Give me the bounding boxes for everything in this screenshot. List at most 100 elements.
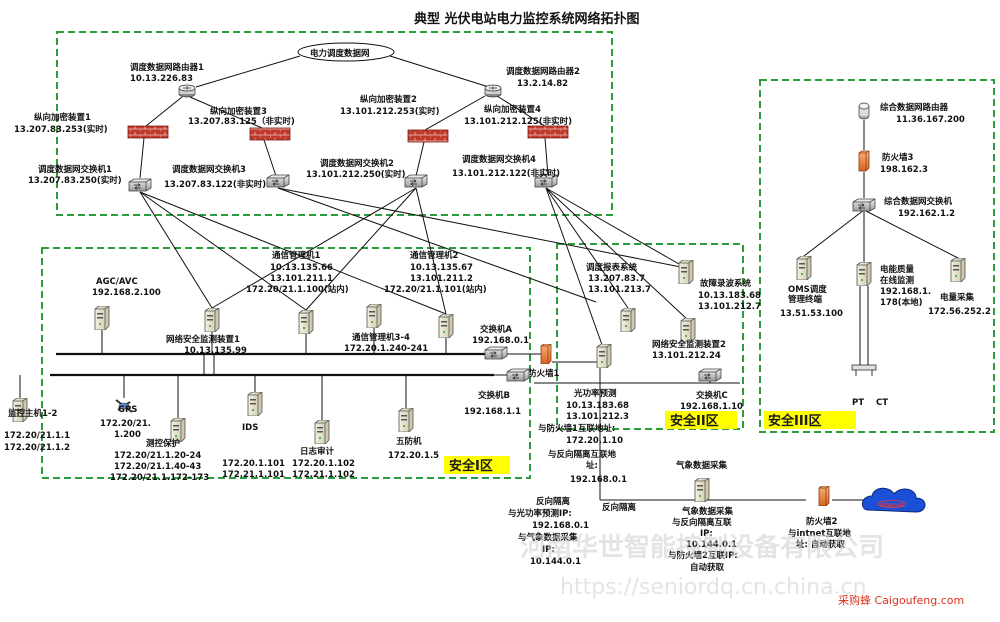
switch-a-ip: 192.168.0.1	[472, 336, 529, 346]
pv-forecast-ip6: 址:	[586, 460, 598, 471]
switch-1-icon	[128, 178, 152, 192]
pv-forecast-ip7: 192.168.0.1	[570, 475, 627, 485]
firewall-1-icon	[540, 344, 552, 364]
reverse-isolation-l4: 与气象数据采集	[518, 532, 578, 543]
netsec-2-ip: 13.101.212.24	[652, 351, 721, 361]
pv-forecast-label: 光功率预测	[573, 388, 617, 399]
ct-label: CT	[876, 398, 888, 408]
pt-label: PT	[852, 398, 864, 408]
switch-1-ip: 13.207.83.250(实时)	[28, 175, 122, 186]
agc-ip: 192.168.2.100	[92, 288, 161, 298]
reverse-isolation-l2: 与光功率预测IP:	[508, 508, 572, 519]
integrated-switch-ip: 192.162.1.2	[898, 209, 955, 219]
zone-2-badge: 安全II区	[670, 413, 719, 429]
comm-2-ip3: 172.20/21.1.101(站内)	[384, 284, 487, 295]
weather-l2: 与反向隔离互联	[672, 517, 732, 528]
comm-1-ip3: 172.20/21.1.100(站内)	[246, 284, 349, 295]
pv-forecast-ip5: 与反向隔离互联地	[548, 449, 617, 460]
switch-2-label: 调度数据网交换机2	[320, 158, 394, 169]
integrated-router-label: 综合数据网路由器	[880, 102, 949, 113]
comm-1-label: 通信管理机1	[272, 250, 321, 261]
power-quality-ip2: 178(本地)	[880, 297, 923, 308]
switch-4-ip: 13.101.212.122(非实时)	[452, 168, 560, 179]
pv-forecast-ip2: 13.101.212.3	[566, 412, 629, 422]
encryptor-2-label: 纵向加密装置2	[360, 94, 417, 105]
five-prevention-ip: 172.20.1.5	[388, 451, 439, 461]
netsec-1-icon	[204, 308, 220, 332]
agc-label: AGC/AVC	[96, 277, 138, 287]
switch-3-ip: 13.207.83.122(非实时)	[164, 179, 266, 190]
zone-2-badge-bg	[665, 411, 737, 429]
meter-collect-ip: 172.56.252.2	[928, 307, 991, 317]
encryptor-1-ip: 13.207.83.253(实时)	[14, 124, 108, 135]
meter-collect-icon	[950, 258, 966, 282]
switch-a-label: 交换机A	[480, 324, 513, 335]
switch-4-label: 调度数据网交换机4	[462, 154, 536, 165]
zone-safety-3	[759, 79, 995, 433]
router-2-label: 调度数据网路由器2	[506, 66, 580, 77]
weather-title: 气象数据采集	[675, 460, 728, 471]
internet-label: Internet	[880, 502, 904, 509]
switch-1-label: 调度数据网交换机1	[38, 164, 112, 175]
router-2-ip: 13.2.14.82	[517, 79, 568, 89]
oms-terminal-icon	[796, 256, 812, 280]
ids-ip2: 172.21.1.101	[222, 470, 285, 480]
router-1-label: 调度数据网路由器1	[130, 62, 204, 73]
firewall-2-label: 防火墙2	[806, 516, 838, 527]
comm-2-ip1: 10.13.135.67	[410, 263, 473, 273]
ids-ip1: 172.20.1.101	[222, 459, 285, 469]
encryptor-3-icon	[249, 127, 291, 141]
comm-3-4-icon	[366, 304, 382, 328]
watermark-company: 河南华世智能控制设备有限公司	[520, 532, 884, 563]
meter-collect-label: 电量采集	[940, 292, 975, 303]
report-system-ip2: 13.101.213.7	[588, 285, 651, 295]
integrated-router-icon	[858, 102, 870, 120]
netsec-2-label: 网络安全监测装置2	[652, 339, 726, 350]
router-2-icon	[484, 84, 502, 98]
reverse-isolation-tag: 反向隔离	[602, 502, 637, 513]
zone-safety-1	[41, 247, 531, 479]
comm-2-label: 通信管理机2	[410, 250, 459, 261]
switch-3-label: 调度数据网交换机3	[172, 164, 246, 175]
integrated-router-ip: 11.36.167.200	[896, 115, 965, 125]
log-audit-icon	[314, 420, 330, 444]
firewall-2-icon	[818, 486, 830, 506]
fault-recorder-ip2: 13.101.212.7	[698, 302, 761, 312]
diagram-title: 典型 光伏电站电力监控系统网络拓扑图	[414, 11, 640, 27]
zone-3-badge-bg	[764, 411, 856, 429]
power-quality-ip1: 192.168.1.	[880, 287, 931, 297]
ids-label: IDS	[242, 423, 258, 433]
gps-ip1: 172.20/21.	[100, 419, 151, 429]
integrated-switch-icon	[852, 198, 876, 212]
monitor-host-ip2: 172.20/21.1.2	[4, 443, 70, 453]
report-system-icon	[620, 308, 636, 332]
watermark-corner: 采购蜂 Caigoufeng.com	[838, 593, 964, 607]
watermark-url: https://seniordq.cn.china.cn	[560, 575, 867, 600]
encryptor-3-label: 纵向加密装置3	[210, 106, 267, 117]
dispatch-net-label: 电力调度数据网	[310, 48, 370, 59]
weather-l5: 与防火墙2互联IP:	[668, 550, 738, 561]
fault-recorder-ip1: 10.13.183.68	[698, 291, 761, 301]
power-quality-label-2: 在线监测	[880, 275, 915, 286]
firewall-3-ip: 198.162.3	[880, 165, 928, 175]
weather-l1: 气象数据采集	[681, 506, 734, 517]
weather-server-icon	[694, 478, 710, 502]
log-audit-ip1: 172.20.1.102	[292, 459, 355, 469]
router-1-ip: 10.13.226.83	[130, 74, 193, 84]
oms-ip: 13.51.53.100	[780, 309, 843, 319]
pt-ct-connector-icon	[851, 364, 877, 376]
comm-2-ip2: 13.101.211.2	[410, 274, 473, 284]
encryptor-3-ip: 13.207.83.125（非实时)	[188, 116, 295, 127]
comm-1-ip2: 13.101.211.1	[270, 274, 333, 284]
encryptor-1-icon	[127, 125, 169, 139]
encryptor-4-ip: 13.101.212.125(非实时)	[464, 116, 572, 127]
zone-safety-2	[556, 243, 744, 430]
monitor-host-label: 监控主机1-2	[8, 408, 57, 419]
switch-c-label: 交换机C	[696, 390, 728, 401]
encryptor-4-icon	[527, 125, 569, 139]
connections	[19, 55, 959, 501]
pv-forecast-ip3: 与防火墙1互联地址:	[538, 423, 615, 434]
reverse-isolation-l3: 192.168.0.1	[532, 521, 589, 531]
firewall-2-l1: 与intnet互联地	[788, 528, 851, 539]
